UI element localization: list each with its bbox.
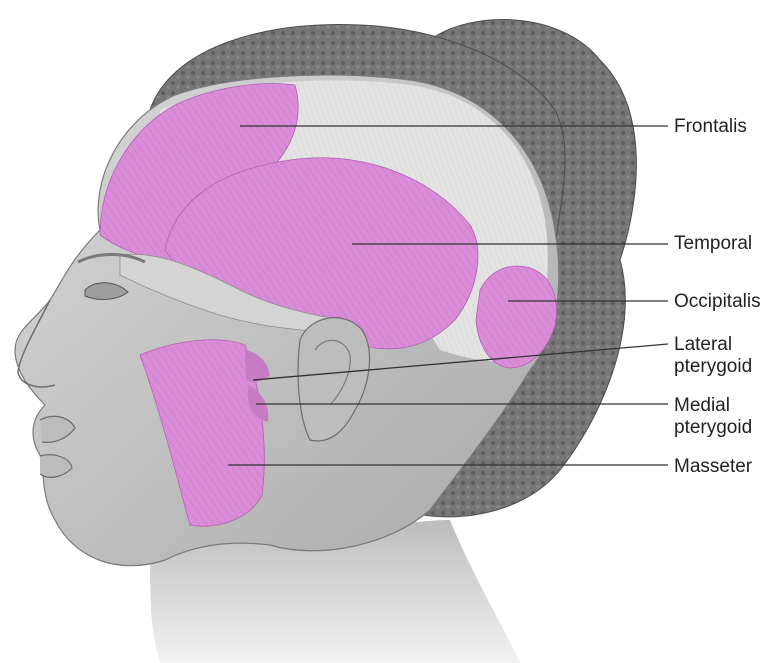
label-masseter: Masseter — [674, 456, 752, 478]
label-medial-pterygoid-line1: Medial — [674, 395, 752, 417]
label-lateral-pterygoid-line2: pterygoid — [674, 356, 752, 378]
label-medial-pterygoid-line2: pterygoid — [674, 417, 752, 439]
label-lateral-pterygoid-line1: Lateral — [674, 334, 752, 356]
label-medial-pterygoid: Medial pterygoid — [674, 395, 752, 439]
label-temporal: Temporal — [674, 233, 752, 255]
label-lateral-pterygoid: Lateral pterygoid — [674, 334, 752, 378]
label-occipitalis: Occipitalis — [674, 291, 761, 313]
label-frontalis: Frontalis — [674, 116, 747, 138]
